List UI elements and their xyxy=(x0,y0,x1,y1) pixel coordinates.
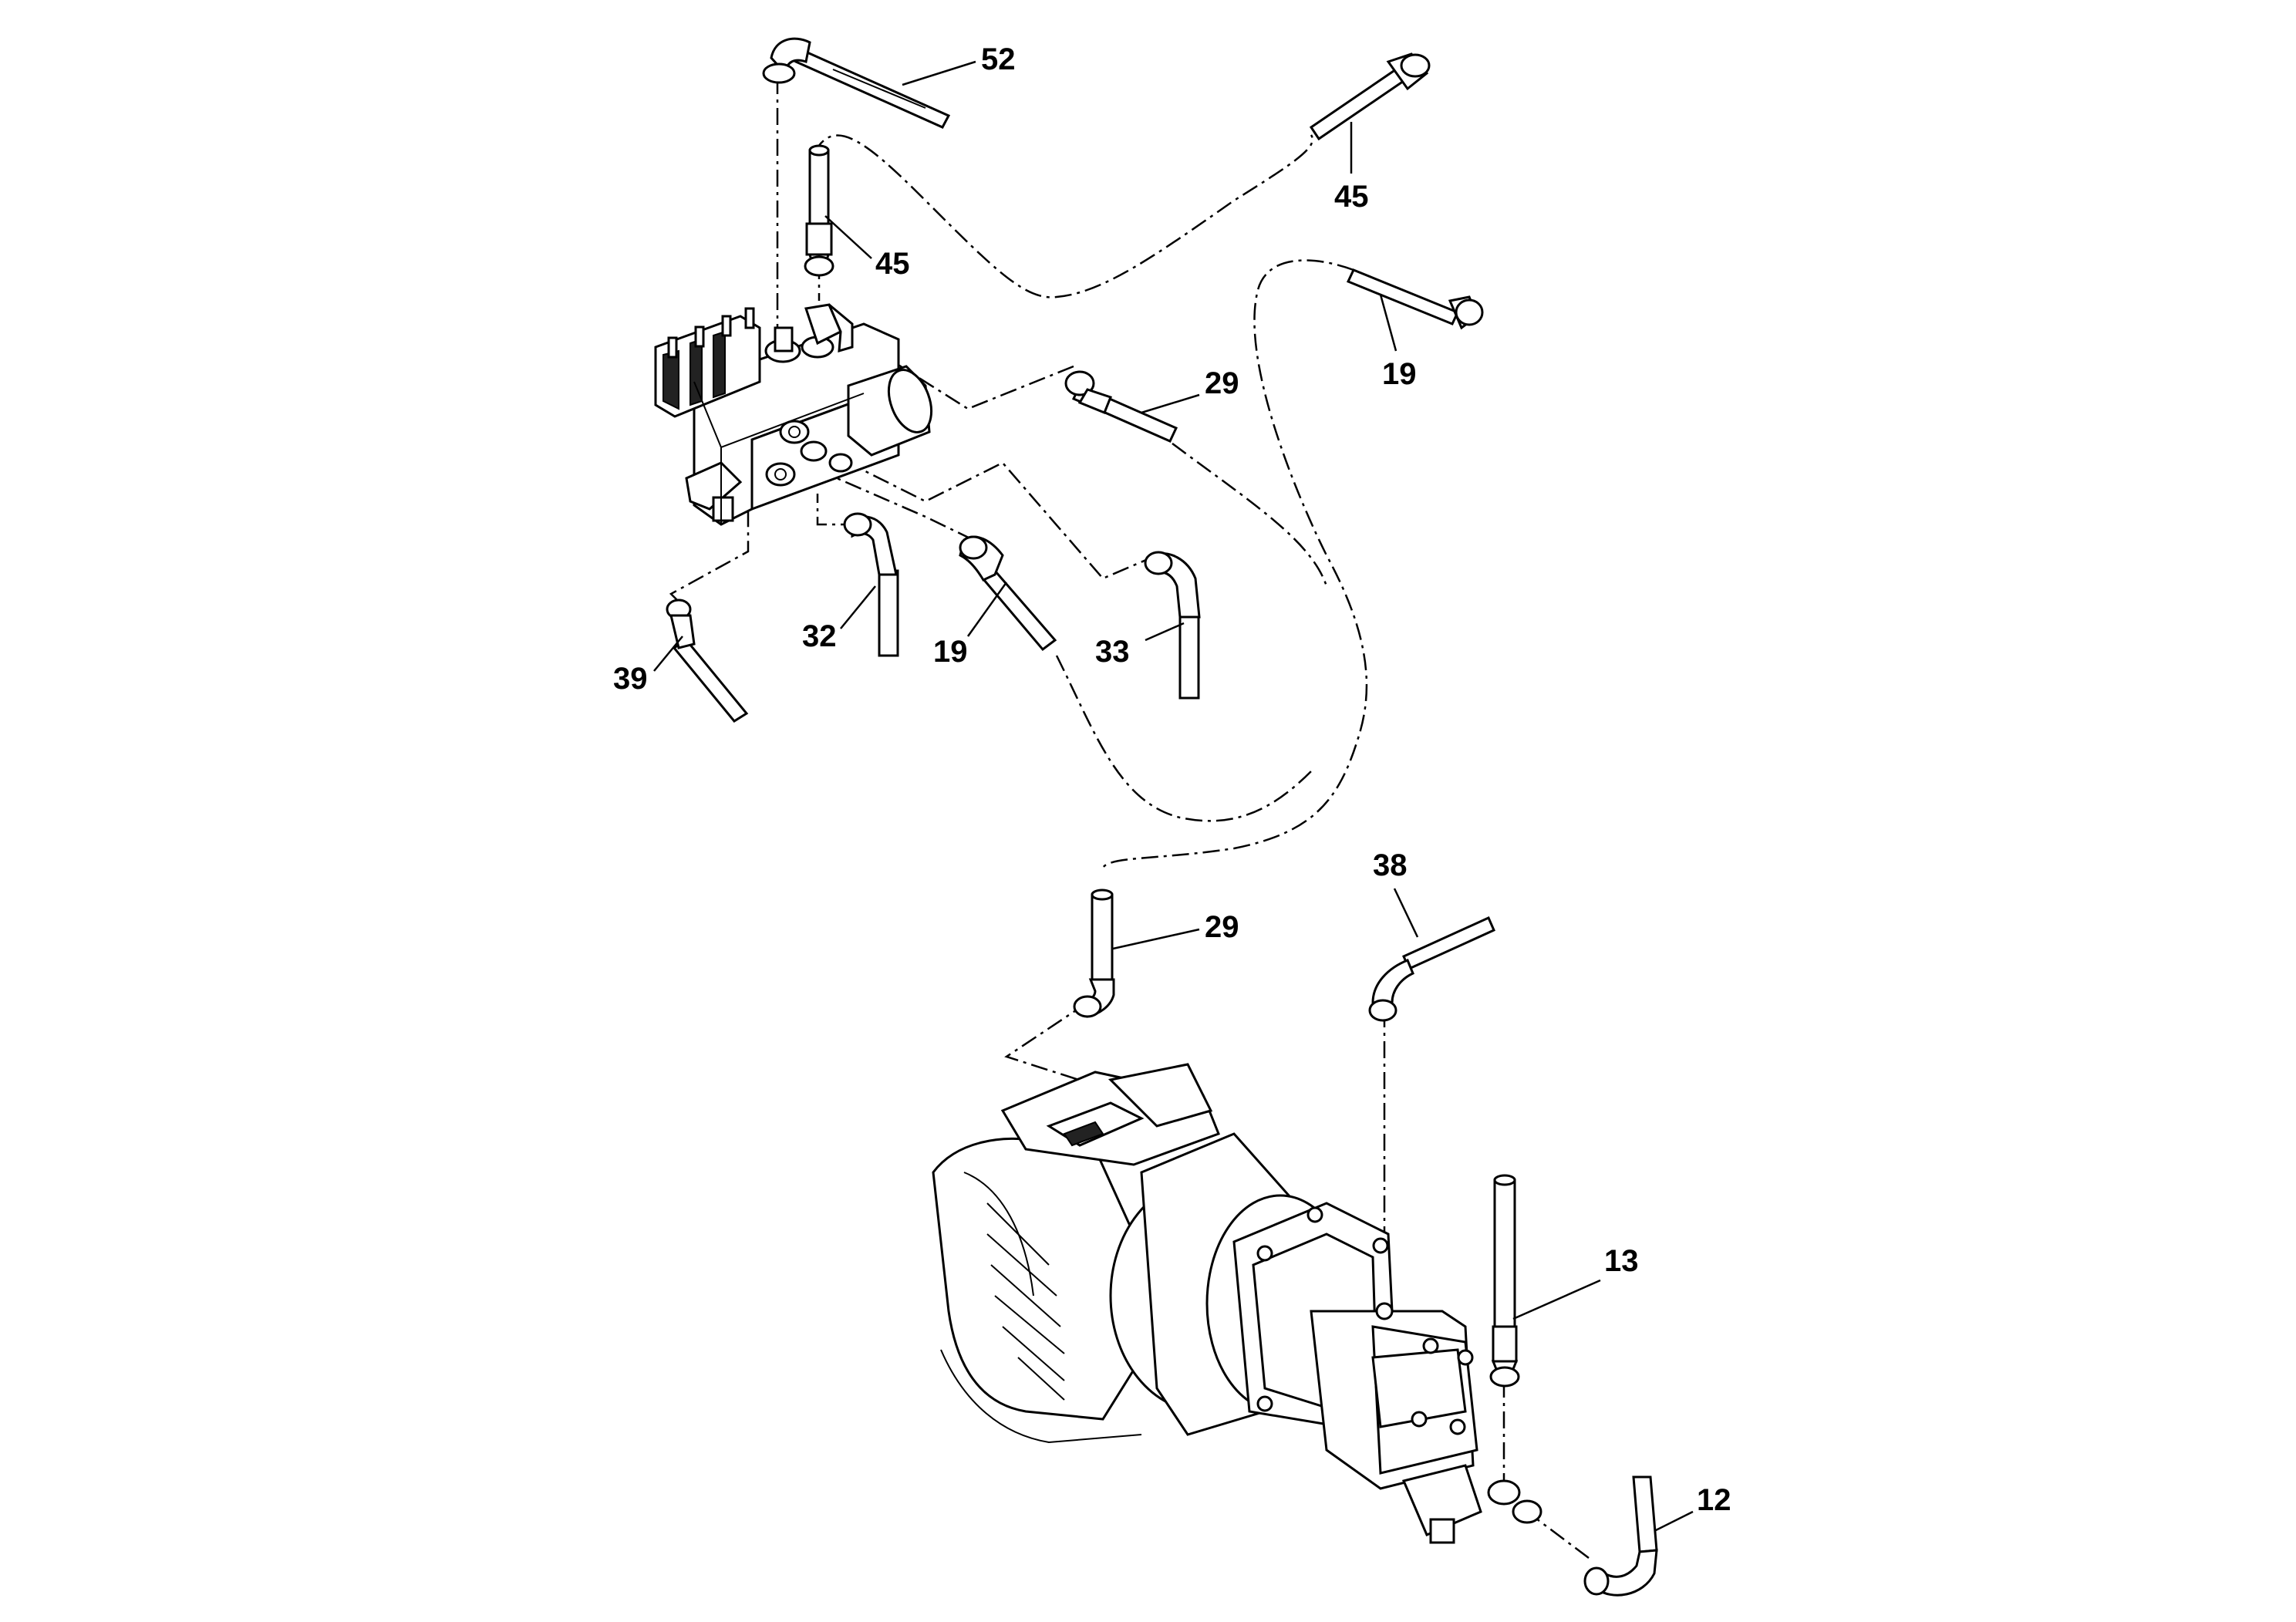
callout-38: 38 xyxy=(1373,848,1408,882)
hose-39 xyxy=(666,599,749,723)
callout-33: 33 xyxy=(1095,635,1130,669)
leader-lines xyxy=(653,60,1694,1533)
callout-19-middle: 19 xyxy=(933,635,968,669)
callout-45-left: 45 xyxy=(875,247,910,281)
hose-52 xyxy=(762,37,951,129)
callout-39: 39 xyxy=(613,662,648,696)
callout-13: 13 xyxy=(1604,1244,1639,1278)
callout-19-right: 19 xyxy=(1382,357,1417,391)
hose-45-right xyxy=(1309,52,1431,141)
valve-block xyxy=(654,303,933,526)
hose-19-middle xyxy=(959,535,1057,652)
callout-12: 12 xyxy=(1697,1483,1731,1517)
hose-29-top xyxy=(1064,370,1178,443)
hose-13 xyxy=(1489,1174,1520,1388)
routing-lines xyxy=(669,77,1590,1559)
callout-29-bottom: 29 xyxy=(1205,910,1239,944)
hose-45-left xyxy=(804,144,834,277)
hose-12 xyxy=(1583,1475,1658,1597)
callout-labels: 52 45 45 19 29 32 19 33 39 29 38 13 12 xyxy=(613,42,1731,1517)
hose-19-right xyxy=(1346,268,1484,330)
transmission-assembly xyxy=(932,1063,1542,1544)
callout-52: 52 xyxy=(981,42,1016,76)
hose-38 xyxy=(1368,916,1495,1022)
callout-45-right: 45 xyxy=(1334,180,1369,214)
hose-33 xyxy=(1144,551,1201,700)
callout-32: 32 xyxy=(802,619,837,653)
hose-29-bottom xyxy=(1073,889,1115,1018)
hose-32 xyxy=(843,512,899,657)
callout-29-top: 29 xyxy=(1205,366,1239,400)
